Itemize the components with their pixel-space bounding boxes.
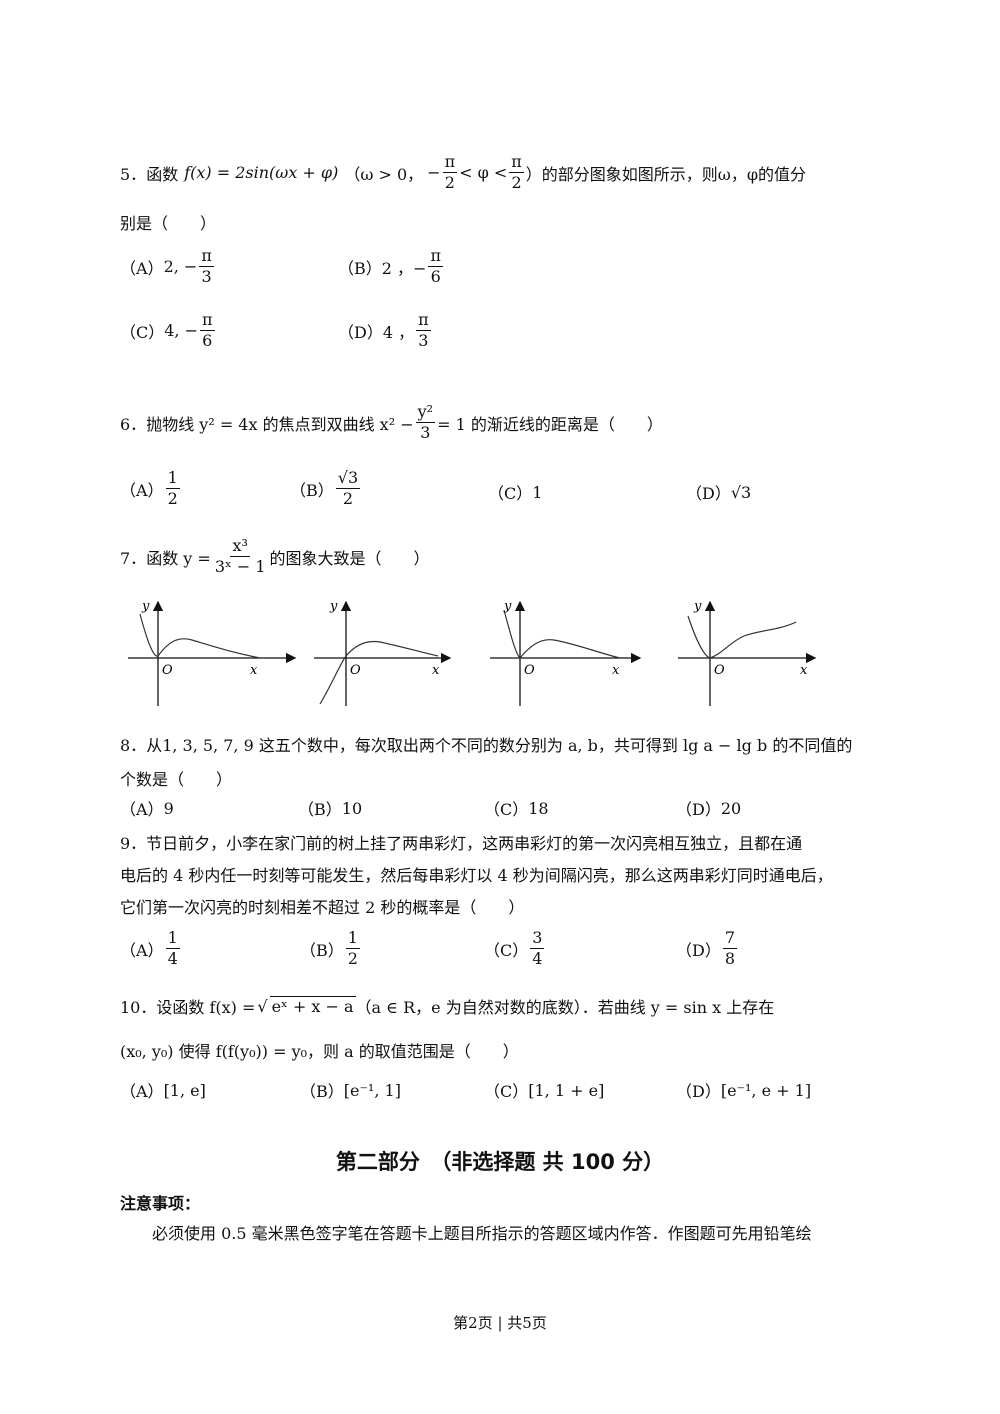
q8-option-b: （B）10 [298,798,363,820]
q10-option-b: （B）[e⁻¹, 1] [300,1080,401,1102]
q9-line1: 9．节日前夕，小李在家门前的树上挂了两串彩灯，这两串彩灯的第一次闪亮相互独立，且… [120,834,803,853]
q6-text-a: 抛物线 y² = 4x 的焦点到双曲线 x² − [146,414,414,434]
q7-text-a: 函数 y = [146,548,211,568]
q5-condition-end: ）的部分图象如图所示，则ω，φ的值分 [525,164,807,184]
q7-axis-y-d: y [693,599,702,614]
q7-origin-d: O [714,663,725,678]
q10-line2: (x₀, y₀) 使得 f(f(y₀)) = y₀，则 a 的取值范围是（ ） [120,1042,519,1061]
q7-number: 7． [120,548,147,568]
q8-line1: 8．从1, 3, 5, 7, 9 这五个数中，每次取出两个不同的数分别为 a, … [120,736,853,755]
q7-graph-a: y O x [128,599,297,706]
q5-condition-mid: < φ < [459,163,508,182]
q7-graph-b: y O x [314,599,452,706]
q7-axis-x-b: x [432,663,440,678]
page-footer: 第2页 | 共5页 [453,1314,547,1332]
q7-axis-x-d: x [800,663,808,678]
q7-origin-b: O [350,663,361,678]
q7-graph-c: y O x [490,599,642,706]
q5-line2: 别是（ ） [120,214,217,233]
q7-axis-x-a: x [250,663,258,678]
q6-option-c: （C）1 [488,482,543,504]
q6-number: 6． [120,414,147,434]
notice-text: 必须使用 0.5 毫米黑色签字笔在答题卡上题目所指示的答题区域内作答．作图题可先… [152,1224,812,1243]
q7-text-b: 的图象大致是（ ） [269,548,430,568]
q9-line3: 它们第一次闪亮的时刻相差不超过 2 秒的概率是（ ） [120,898,525,917]
q6-option-d: （D）√3 [686,482,752,504]
q10-option-a: （A）[1, e] [120,1080,206,1102]
part2-title: 第二部分 （非选择题 共 100 分） [335,1150,665,1174]
q5-number: 5． [120,164,147,184]
q7-axis-y-b: y [329,599,338,614]
q5-function: f(x) = 2sin(ωx + φ) [184,163,339,182]
q5-condition: （ω > 0， [344,164,424,184]
q8-line2: 个数是（ ） [120,770,233,789]
q7-axis-y-c: y [503,599,512,614]
q10-line1: 10．设函数 f(x) = √eˣ + x − a （a ∈ R，e 为自然对数… [120,996,775,1017]
q8-option-c: （C）18 [484,798,549,820]
q8-option-a: （A）9 [120,798,174,820]
q10-option-c: （C）[1, 1 + e] [484,1080,605,1102]
q8-option-d: （D）20 [676,798,742,820]
q10-option-d: （D）[e⁻¹, e + 1] [676,1080,812,1102]
notice-title: 注意事项： [120,1194,201,1213]
q7-graphs: y O x y O x y O x y O x [128,599,817,706]
q10-sqrt: eˣ + x − a [269,996,356,1016]
q7-axis-y-a: y [141,599,150,614]
q5-text: 函数 [146,164,179,184]
q7-origin-a: O [162,663,173,678]
q7-axis-x-c: x [612,663,620,678]
q7-origin-c: O [524,663,535,678]
q6-text-b: = 1 的渐近线的距离是（ ） [437,414,663,434]
q7-graph-d: y O x [678,599,817,706]
q9-line2: 电后的 4 秒内任一时刻等可能发生，然后每串彩灯以 4 秒为间隔闪亮，那么这两串… [120,866,833,885]
